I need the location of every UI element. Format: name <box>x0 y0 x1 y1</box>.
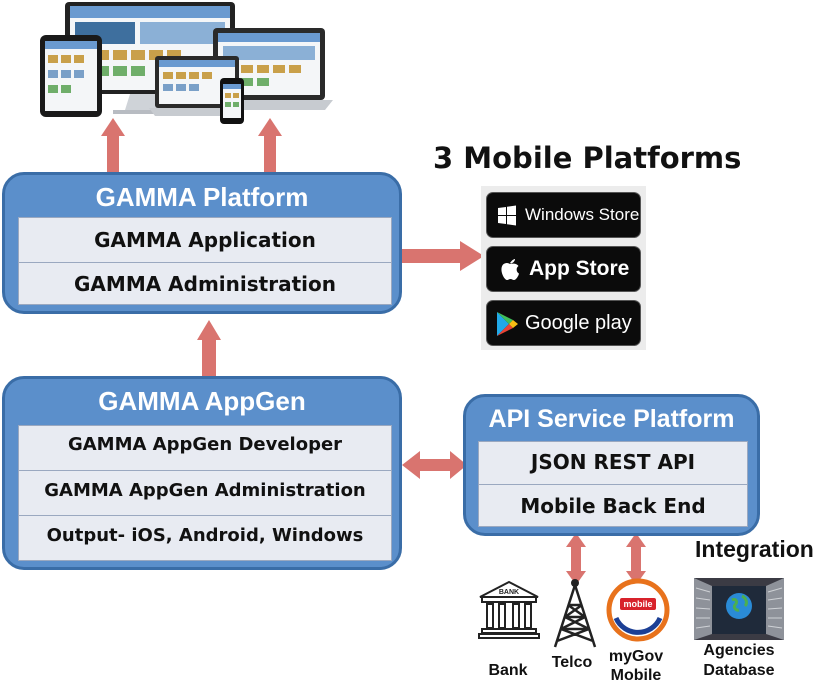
arrow-api-telco-bidirectional <box>566 533 586 585</box>
divider <box>19 470 391 471</box>
row-gamma-application: GAMMA Application <box>94 228 316 252</box>
caption-mygov-line2: Mobile <box>610 667 662 684</box>
integration-heading: Integration <box>695 536 814 562</box>
gamma-appgen-panel: GAMMA AppGen GAMMA AppGen Developer GAMM… <box>2 376 402 570</box>
google-play-label: Google play <box>525 312 632 334</box>
api-service-rows: JSON REST API Mobile Back End <box>478 441 748 527</box>
windows-store-badge[interactable]: Windows Store <box>486 192 641 238</box>
mygov-logo-text: mobile <box>623 599 652 609</box>
devices-icon <box>40 2 333 124</box>
windows-logo-icon <box>498 205 516 226</box>
divider <box>19 515 391 516</box>
row-mobile-back-end: Mobile Back End <box>520 494 706 518</box>
gamma-platform-rows: GAMMA Application GAMMA Administration <box>18 217 392 305</box>
row-json-rest-api: JSON REST API <box>530 450 696 474</box>
divider <box>479 484 747 485</box>
arrow-platform-to-devices-left <box>101 118 125 173</box>
gamma-appgen-rows: GAMMA AppGen Developer GAMMA AppGen Admi… <box>18 425 392 561</box>
caption-telco: Telco <box>551 654 593 671</box>
caption-agencies-line1: Agencies <box>703 642 775 659</box>
telco-tower-icon <box>553 579 597 648</box>
windows-store-label: Windows Store <box>525 205 640 224</box>
database-server-icon <box>694 578 784 640</box>
mobile-platforms-heading: 3 Mobile Platforms <box>433 141 742 175</box>
row-output-platforms: Output- iOS, Android, Windows <box>46 525 364 546</box>
mygov-mobile-icon: mobile <box>606 578 670 642</box>
arrow-appgen-to-platform <box>197 320 221 376</box>
apple-logo-icon <box>501 259 519 280</box>
api-service-panel: API Service Platform JSON REST API Mobil… <box>463 394 760 536</box>
gamma-platform-panel: GAMMA Platform GAMMA Application GAMMA A… <box>2 172 402 314</box>
row-appgen-administration: GAMMA AppGen Administration <box>44 480 366 501</box>
caption-agencies-line2: Database <box>703 662 775 679</box>
gamma-appgen-title: GAMMA AppGen <box>98 386 306 416</box>
gamma-platform-title: GAMMA Platform <box>95 182 309 212</box>
google-play-badge[interactable]: Google play <box>486 300 641 346</box>
arrow-appgen-api-bidirectional <box>402 451 467 479</box>
divider <box>19 262 391 263</box>
google-play-icon <box>497 312 518 336</box>
bank-sign-text: BANK <box>499 589 519 596</box>
app-store-badge[interactable]: App Store <box>486 246 641 292</box>
arrow-platform-to-devices-right <box>258 118 282 173</box>
arrow-platform-to-stores <box>402 241 484 271</box>
app-store-label: App Store <box>529 257 630 280</box>
api-service-title: API Service Platform <box>488 405 735 433</box>
row-gamma-administration: GAMMA Administration <box>74 272 336 296</box>
caption-bank: Bank <box>488 662 528 679</box>
caption-mygov-line1: myGov <box>608 648 664 665</box>
row-appgen-developer: GAMMA AppGen Developer <box>67 434 343 455</box>
bank-icon: BANK <box>478 580 540 639</box>
arrow-api-mygov-bidirectional <box>626 533 646 585</box>
